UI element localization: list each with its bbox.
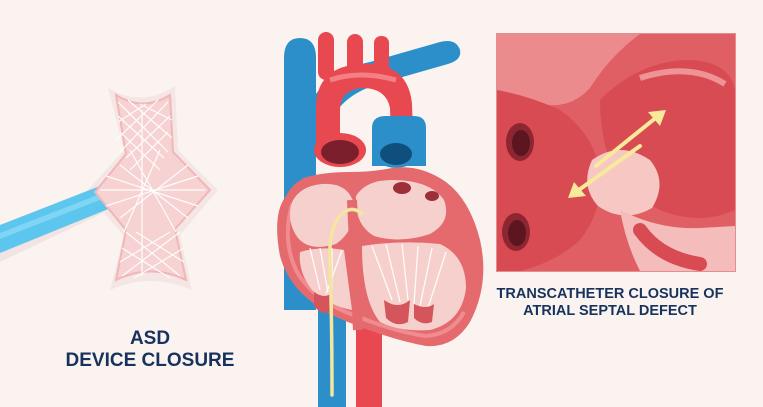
atrial-septum-closeup-icon [496,33,736,272]
asd-occluder-device-icon [0,86,218,290]
septal-defect [587,150,660,216]
papillary-muscles [314,292,434,325]
heart-cross-section-icon [277,32,484,407]
flow-arrows-icon [574,114,660,194]
asd-device-closure-caption: ASD DEVICE CLOSURE [40,328,260,372]
device-caption-line2: DEVICE CLOSURE [65,349,235,371]
occluder-mesh [93,92,212,282]
device-caption-line1: ASD [129,328,171,349]
left-atrium [355,180,447,240]
pulmonary-opening [380,143,412,165]
chordae [309,243,447,309]
septum [347,199,363,331]
aortic-arch [316,63,414,161]
transcatheter-caption-line2: ATRIAL SEPTAL DEFECT [523,302,697,319]
pulmonary-artery-branch [312,41,461,124]
right-atrium [290,183,355,247]
transcatheter-caption-line1: TRANSCATHETER CLOSURE OF [496,286,724,302]
transcatheter-closure-caption: TRANSCATHETER CLOSURE OF ATRIAL SEPTAL D… [470,286,750,319]
aorta-opening [321,140,359,164]
guide-wire [328,207,364,397]
